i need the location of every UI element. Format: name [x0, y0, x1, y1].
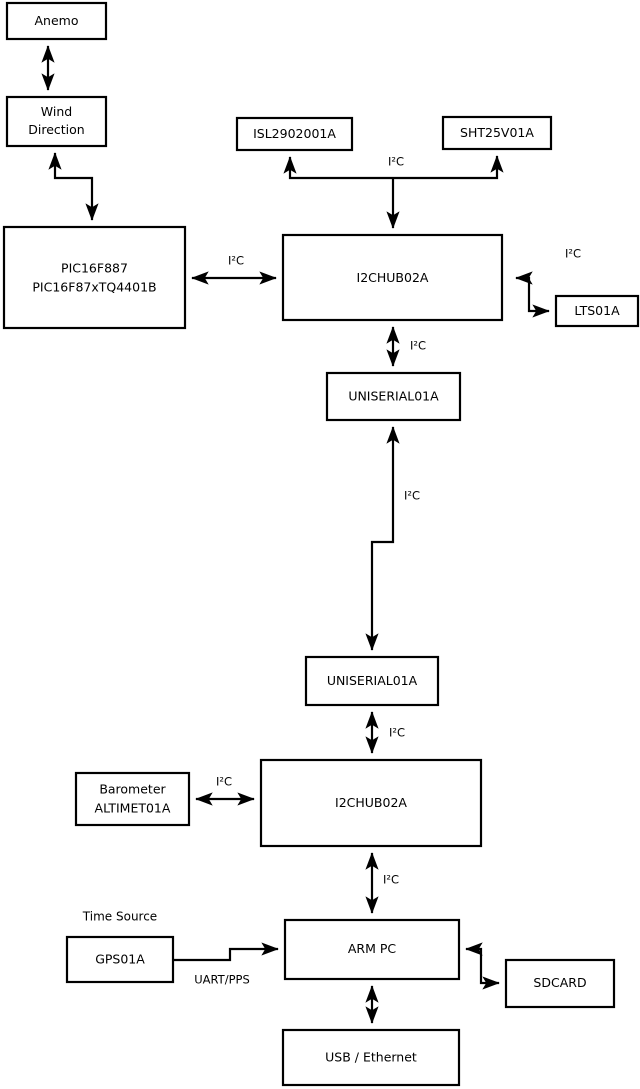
node-lts01a-label: LTS01A: [574, 303, 620, 318]
node-sht25v01a[interactable]: SHT25V01A: [441, 115, 553, 151]
edge-label-i2c-hub-lts: I²C: [565, 247, 581, 261]
node-i2chub02a-bottom[interactable]: I2CHUB02A: [259, 758, 483, 848]
node-sht25v01a-label: SHT25V01A: [460, 125, 534, 140]
free-labels-layer: Time Source: [82, 910, 157, 924]
node-anemo-box[interactable]: [5, 1, 108, 41]
node-uniserial01a-bottom[interactable]: UNISERIAL01A: [304, 655, 440, 707]
node-barometer[interactable]: Barometer ALTIMET01A: [74, 771, 191, 827]
edge-label-i2c-top-bus: I²C: [388, 155, 404, 169]
node-lts01a[interactable]: LTS01A: [554, 294, 640, 328]
node-uniserial01a-top[interactable]: UNISERIAL01A: [325, 371, 462, 422]
edge-label-i2c-baro-hub: I²C: [216, 775, 232, 789]
edge-label-i2c-uniserial-link: I²C: [404, 489, 420, 503]
node-uniserial01a-top-box[interactable]: [325, 371, 462, 422]
node-gps01a-label: GPS01A: [95, 952, 145, 967]
node-arm-pc-box[interactable]: [283, 918, 461, 981]
edge-bus-to-sht: [393, 155, 504, 180]
edge-label-i2c-pic-hub: I²C: [228, 254, 244, 268]
node-i2chub02a-top-box[interactable]: [281, 233, 504, 322]
label-time-source: Time Source: [82, 910, 157, 924]
node-i2chub02a-bottom-box[interactable]: [259, 758, 483, 848]
edge-labels-layer: I²C I²C I²C I²C I²C I²C I²C I²C UART/PPS: [194, 155, 581, 987]
edge-label-i2c-hub-arm: I²C: [383, 873, 399, 887]
node-isl2902001a[interactable]: ISL2902001A: [235, 116, 354, 152]
node-usb-ethernet[interactable]: USB / Ethernet: [281, 1028, 461, 1087]
node-pic-box[interactable]: [2, 225, 187, 330]
node-sdcard[interactable]: SDCARD: [504, 958, 616, 1009]
node-i2chub02a-top[interactable]: I2CHUB02A: [281, 233, 504, 322]
edge-arm-sdcard: [465, 942, 500, 990]
node-pic[interactable]: PIC16F887 PIC16F87xTQ4401B: [2, 225, 187, 330]
node-barometer-label-line1: Barometer: [99, 782, 166, 797]
node-pic-label-line1: PIC16F887: [61, 261, 128, 276]
edge-label-uart-pps: UART/PPS: [194, 973, 250, 987]
node-arm-pc-label: ARM PC: [348, 941, 397, 956]
node-isl2902001a-label: ISL2902001A: [253, 126, 336, 141]
node-uniserial01a-bottom-box[interactable]: [304, 655, 440, 707]
node-anemo[interactable]: Anemo: [5, 1, 108, 41]
node-usb-ethernet-box[interactable]: [281, 1028, 461, 1087]
edge-wind-pic: [48, 152, 99, 221]
node-arm-pc[interactable]: ARM PC: [283, 918, 461, 981]
node-gps01a-box[interactable]: [65, 935, 175, 984]
node-barometer-box[interactable]: [74, 771, 191, 827]
node-uniserial01a-bottom-label: UNISERIAL01A: [327, 673, 418, 688]
node-barometer-label-line2: ALTIMET01A: [95, 801, 171, 816]
edge-uniserial-link: [365, 426, 400, 651]
node-sdcard-label: SDCARD: [533, 975, 586, 990]
node-sdcard-box[interactable]: [504, 958, 616, 1009]
node-wind-direction-box[interactable]: [5, 95, 108, 148]
node-uniserial01a-top-label: UNISERIAL01A: [348, 389, 439, 404]
edge-gps-arm: [173, 942, 279, 962]
node-pic-label-line2: PIC16F87xTQ4401B: [32, 280, 156, 295]
node-i2chub02a-top-label: I2CHUB02A: [357, 270, 429, 285]
edges-layer: [41, 45, 550, 1024]
edge-label-i2c-uniserial-hub: I²C: [389, 726, 405, 740]
node-wind-direction-label-line1: Wind: [41, 104, 72, 119]
node-gps01a[interactable]: GPS01A: [65, 935, 175, 984]
node-wind-direction-label-line2: Direction: [28, 122, 84, 137]
node-wind-direction[interactable]: Wind Direction: [5, 95, 108, 148]
node-lts01a-box[interactable]: [554, 294, 640, 328]
node-isl2902001a-box[interactable]: [235, 116, 354, 152]
edge-hub-lts: [515, 271, 550, 318]
node-i2chub02a-bottom-label: I2CHUB02A: [335, 795, 407, 810]
edge-bus-to-isl: [283, 156, 393, 180]
node-sht25v01a-box[interactable]: [441, 115, 553, 151]
node-anemo-label: Anemo: [35, 13, 79, 28]
node-usb-ethernet-label: USB / Ethernet: [325, 1050, 417, 1065]
edge-label-i2c-hub-uniserial: I²C: [410, 339, 426, 353]
